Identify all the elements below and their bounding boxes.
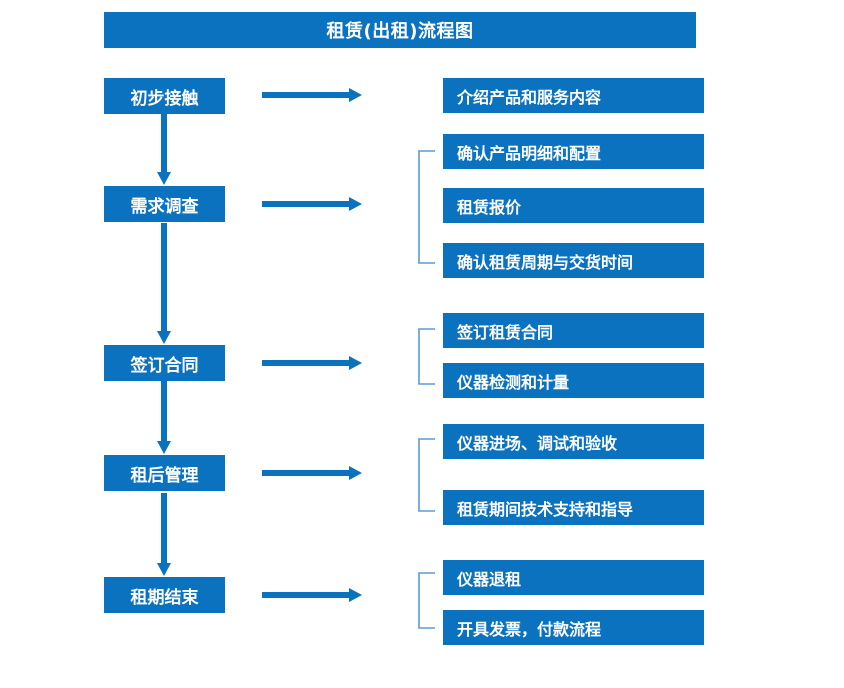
right-arrow-icon [262, 356, 362, 370]
group-bracket [417, 328, 435, 385]
group-bracket [417, 438, 435, 512]
stage-label: 签订合同 [130, 355, 199, 376]
detail-box-仪器退租[interactable]: 仪器退租 [443, 560, 704, 595]
detail-box-租赁报价[interactable]: 租赁报价 [443, 188, 704, 223]
down-arrow-icon [157, 493, 171, 576]
stage-box-租期结束[interactable]: 租期结束 [104, 577, 225, 613]
diagram-title: 租赁(出租)流程图 [326, 21, 474, 42]
detail-label: 仪器退租 [457, 569, 522, 589]
down-arrow-icon [157, 114, 171, 185]
detail-box-介绍产品和服务内容[interactable]: 介绍产品和服务内容 [443, 78, 704, 113]
right-arrow-icon [262, 197, 362, 211]
stage-label: 租后管理 [130, 465, 199, 486]
detail-label: 确认租赁周期与交货时间 [457, 252, 634, 272]
stage-box-签订合同[interactable]: 签订合同 [104, 345, 225, 381]
stage-box-需求调查[interactable]: 需求调查 [104, 186, 225, 222]
detail-label: 介绍产品和服务内容 [457, 87, 602, 107]
detail-label: 仪器进场、调试和验收 [457, 433, 618, 453]
detail-box-确认产品明细和配置[interactable]: 确认产品明细和配置 [443, 134, 704, 169]
right-arrow-icon [262, 466, 362, 480]
stage-label: 需求调查 [130, 196, 199, 217]
diagram-title-bar: 租赁(出租)流程图 [104, 12, 696, 48]
detail-label: 签订租赁合同 [457, 322, 554, 342]
group-bracket [417, 572, 435, 629]
down-arrow-icon [157, 223, 171, 344]
detail-label: 租赁报价 [457, 197, 522, 217]
group-bracket [417, 150, 435, 264]
detail-box-租赁期间技术支持和指导[interactable]: 租赁期间技术支持和指导 [443, 490, 704, 525]
detail-label: 开具发票，付款流程 [457, 619, 602, 639]
detail-box-签订租赁合同[interactable]: 签订租赁合同 [443, 313, 704, 348]
stage-label: 初步接触 [130, 88, 199, 109]
down-arrow-icon [157, 381, 171, 454]
stage-box-初步接触[interactable]: 初步接触 [104, 78, 225, 114]
detail-box-开具发票付款流程[interactable]: 开具发票，付款流程 [443, 610, 704, 645]
right-arrow-icon [262, 88, 362, 102]
detail-label: 仪器检测和计量 [457, 372, 570, 392]
stage-box-租后管理[interactable]: 租后管理 [104, 455, 225, 491]
detail-label: 租赁期间技术支持和指导 [457, 499, 634, 519]
detail-box-仪器进场调试和验收[interactable]: 仪器进场、调试和验收 [443, 424, 704, 459]
stage-label: 租期结束 [130, 587, 199, 608]
detail-box-确认租赁周期与交货时间[interactable]: 确认租赁周期与交货时间 [443, 243, 704, 278]
detail-box-仪器检测和计量[interactable]: 仪器检测和计量 [443, 363, 704, 398]
detail-label: 确认产品明细和配置 [457, 143, 602, 163]
right-arrow-icon [262, 588, 362, 602]
